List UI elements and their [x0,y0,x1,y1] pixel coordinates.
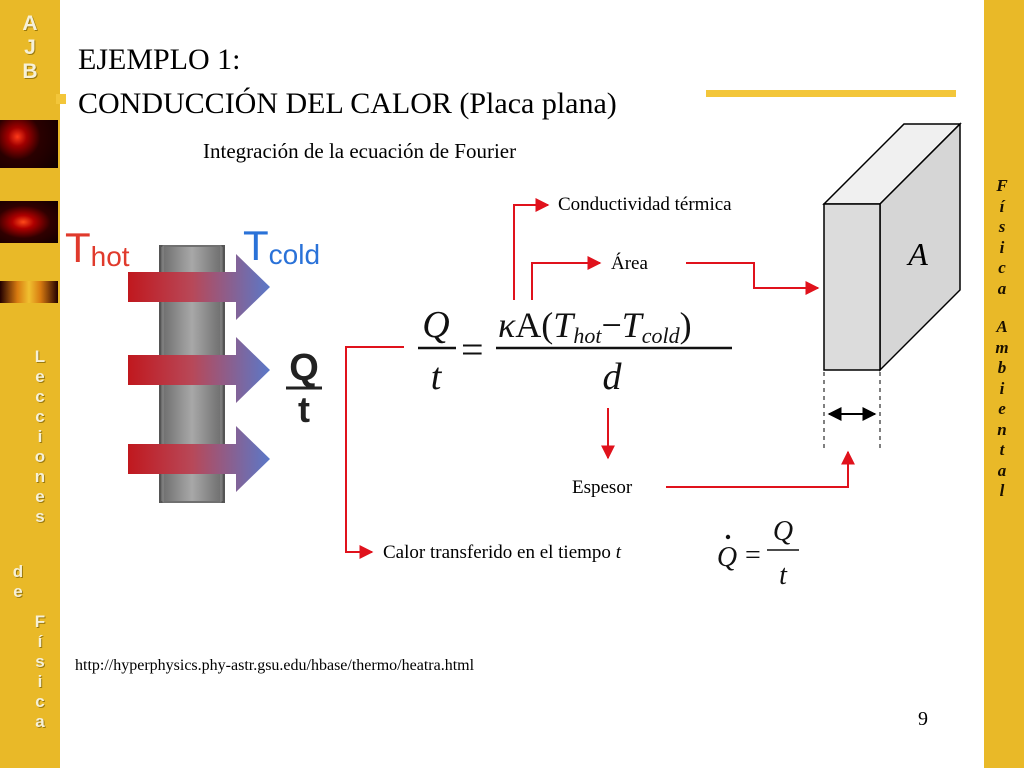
title-accent-rule [706,90,956,97]
slide-subtitle: Integración de la ecuación de Fourier [203,139,517,163]
letter: e [998,399,1006,418]
letter: d [12,562,24,581]
letter: L [34,347,46,366]
letter: i [37,672,43,691]
connector-calor [345,346,404,559]
eq-lhs-denominator: t [431,356,443,398]
letter: i [37,427,43,446]
figure-q-over-t: Q t [286,347,322,430]
label-espesor: Espesor [572,477,633,498]
letter: a [35,712,45,731]
slide-title-line-2: CONDUCCIÓN DEL CALOR (Placa plana) [78,87,617,120]
thumbnail-image-2 [0,201,58,243]
letter: A [996,317,1008,336]
connector-espesor-to-slab [666,450,855,488]
lecciones-vertical-text: L e c c i o n e s [32,347,48,527]
letter: s [35,652,45,671]
label-calor-transferido: Calor transferido en el tiempo t [383,542,621,564]
letter: i [999,237,1005,257]
page-number: 9 [918,708,928,730]
slide-title-line-1: EJEMPLO 1: [78,43,241,76]
red-connectors [345,198,855,559]
letter: n [997,419,1007,439]
de-vertical-text: d e [10,562,26,602]
letter: a [997,460,1007,480]
t-hot-label: Thot [65,224,130,272]
eq-lhs-numerator: Q [422,304,449,346]
figure-q: Q [289,347,319,389]
calor-text: Calor transferido en el tiempo [383,542,616,563]
slab-front-face [823,203,881,371]
letter: t [999,440,1005,459]
letter: m [995,337,1009,357]
qdot-numerator: Q [773,516,793,547]
title-accent-mark [56,94,66,104]
letter: c [35,387,45,406]
qdot-symbol: Q [717,542,737,573]
letter: c [35,692,45,711]
qdot-equals: = [745,540,761,571]
logo-letter: A [22,12,38,35]
calor-var: t [615,542,621,563]
ajb-logo: A J B [0,12,60,84]
letter: c [35,407,45,426]
figure-t: t [298,389,310,430]
right-sidebar [984,0,1024,768]
letter: o [34,447,46,466]
eq-numerator: κA(Thot−Tcold) [498,305,692,348]
eq-equals: = [461,327,484,372]
letter: í [37,632,43,651]
letter: F [996,176,1008,195]
source-url[interactable]: http://hyperphysics.phy-astr.gsu.edu/hba… [75,657,475,674]
qdot-dot [725,534,731,540]
letter: e [35,367,45,386]
heat-arrow-3 [128,426,270,492]
fisica-ambiental-vertical-text: F í s i c a A m b i e n t a l [984,176,1020,502]
letter: e [35,487,45,506]
letter: c [998,258,1006,277]
letter: í [999,196,1005,216]
heat-arrow-1 [128,254,270,320]
letter: s [998,217,1006,236]
qdot-denominator: t [779,560,788,591]
slab-area-label: A [906,236,928,272]
label-conductividad: Conductividad térmica [558,194,732,215]
connector-area-to-slab [686,262,820,295]
label-area: Área [611,253,648,274]
connector-conductividad [513,198,550,300]
letter: n [34,467,46,486]
letter: i [999,378,1005,398]
letter: l [999,481,1005,500]
qdot-equation: Q = Q t [717,516,799,591]
letter: s [35,507,45,526]
fisica-vertical-text-left: F í s i c a [32,612,48,732]
thumbnail-image-1 [0,120,58,168]
letter: b [997,358,1007,377]
thumbnail-image-3 [0,281,58,303]
heat-arrow-2 [128,337,270,403]
letter: F [34,612,46,631]
slab-3d-figure: A [822,122,962,452]
t-cold-label: Tcold [243,222,320,270]
eq-denominator: d [603,356,623,398]
connector-area [531,256,602,300]
heat-flow-arrows [128,254,270,492]
logo-letter: B [22,60,38,83]
letter: e [13,582,23,601]
logo-letter: J [24,36,36,59]
letter: a [997,278,1007,298]
fourier-equation: Q t = κA(Thot−Tcold) d [418,304,732,398]
